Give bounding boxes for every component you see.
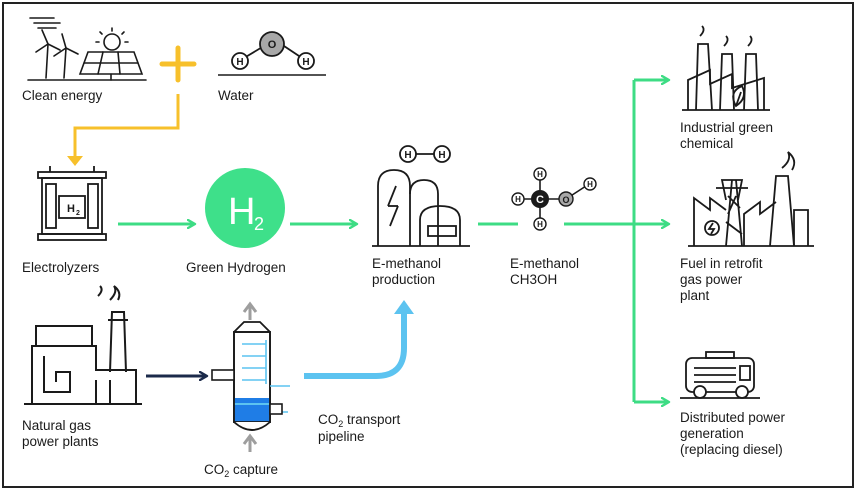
co2-capture-icon bbox=[211, 301, 290, 452]
label-natural-gas-plants: Natural gas power plants bbox=[22, 418, 99, 449]
methanol-c-atom: C bbox=[536, 194, 544, 206]
label-emethanol-formula: E-methanol CH3OH bbox=[510, 256, 580, 287]
label-water: Water bbox=[218, 88, 254, 103]
co2-capture-suffix: capture bbox=[229, 462, 279, 477]
label-electrolyzers: Electrolyzers bbox=[22, 260, 100, 275]
co2-transport-prefix: CO bbox=[318, 412, 339, 427]
clean-energy-icon bbox=[27, 17, 147, 81]
label-fuel-retrofit: Fuel in retrofit gas power plant bbox=[680, 256, 763, 303]
plus-icon bbox=[159, 45, 197, 83]
electrolyzer-sub-2: 2 bbox=[76, 210, 80, 217]
water-h-atom-right: H bbox=[302, 57, 309, 68]
emethanol-production-icon: H H bbox=[372, 145, 470, 247]
natural-gas-plant-icon bbox=[24, 285, 142, 405]
co2-pipeline-arrow bbox=[304, 312, 407, 379]
co2-capture-prefix: CO bbox=[204, 462, 225, 477]
electrolyzer-h-symbol: H bbox=[67, 203, 75, 215]
h2-subscript: 2 bbox=[254, 214, 264, 234]
label-clean-energy: Clean energy bbox=[22, 88, 103, 103]
methanol-h-left: H bbox=[515, 195, 521, 204]
label-green-hydrogen: Green Hydrogen bbox=[186, 260, 286, 275]
water-molecule-icon: O H H bbox=[218, 31, 326, 76]
methanol-molecule-icon: C O H H H H bbox=[511, 167, 597, 231]
green-hydrogen-icon: H 2 bbox=[205, 168, 285, 248]
label-distributed-power: Distributed power generation (replacing … bbox=[680, 410, 786, 457]
co2-capture-sub: 2 bbox=[224, 469, 230, 479]
co2-transport-sub: 2 bbox=[338, 419, 344, 429]
generator-icon bbox=[680, 351, 760, 399]
label-emethanol-production: E-methanol production bbox=[372, 256, 442, 287]
methanol-o-atom: O bbox=[562, 195, 569, 205]
water-h-atom-left: H bbox=[236, 57, 243, 68]
distribution-arrows bbox=[564, 80, 668, 402]
production-h-atom-right: H bbox=[438, 150, 445, 161]
yellow-connector bbox=[73, 94, 180, 158]
label-industrial-chemical: Industrial green chemical bbox=[680, 120, 774, 151]
industrial-plant-icon bbox=[682, 25, 770, 111]
co2-pipeline-arrowhead bbox=[394, 300, 414, 314]
gas-power-plant-icon bbox=[688, 151, 814, 247]
methanol-h-bottom: H bbox=[537, 220, 543, 229]
yellow-arrowhead bbox=[67, 156, 83, 166]
co2-transport-suffix: transport bbox=[343, 412, 401, 427]
label-co2-transport: CO2 transport pipeline bbox=[318, 412, 400, 445]
electrolyzer-icon: H 2 bbox=[37, 166, 107, 241]
co2-transport-pipeline: pipeline bbox=[318, 429, 365, 444]
methanol-h-right: H bbox=[587, 180, 593, 189]
methanol-h-top: H bbox=[537, 170, 543, 179]
water-o-atom: O bbox=[268, 39, 277, 51]
production-h-atom-left: H bbox=[404, 150, 411, 161]
label-co2-capture: CO2 capture bbox=[204, 462, 278, 479]
h2-symbol: H bbox=[228, 191, 255, 233]
